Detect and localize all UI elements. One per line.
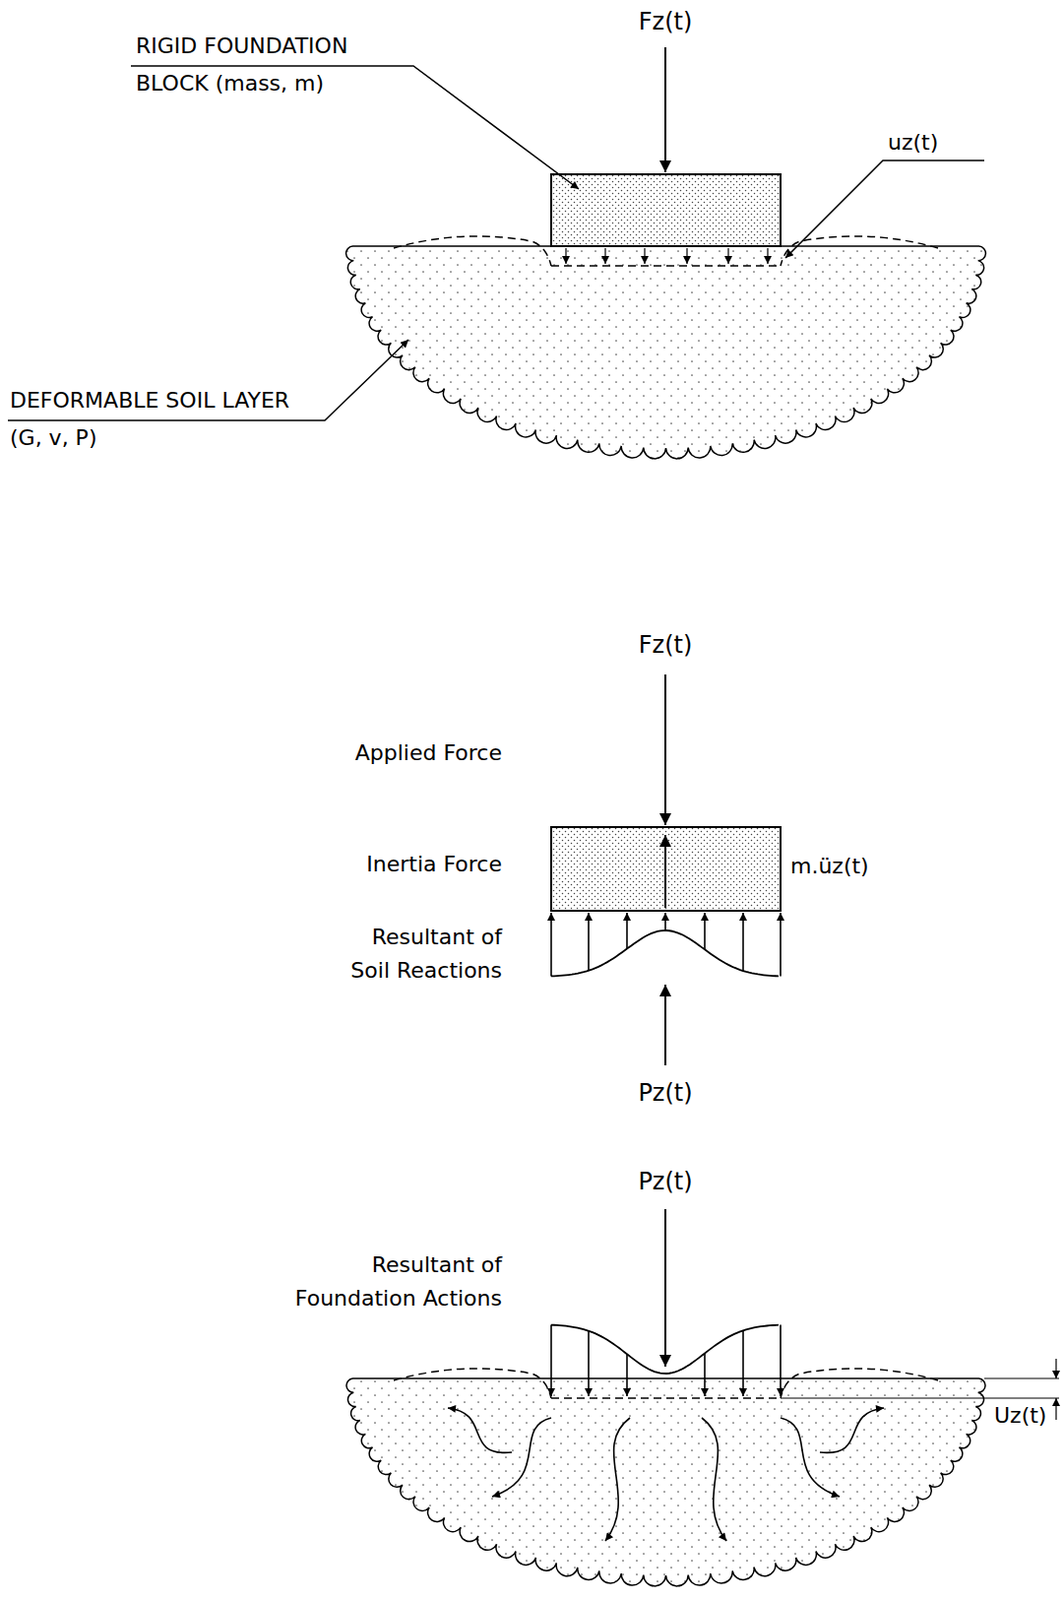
inertia-arrow [664,834,667,908]
displacement-label: uz(t) [887,125,939,160]
force-name: Resultant of Foundation Actions [280,1248,502,1315]
part-label: RIGID FOUNDATION BLOCK (mass, m) [135,27,422,103]
settlement-arrows [565,248,768,264]
reaction-arrow [664,912,667,931]
action-arrow [587,1330,590,1396]
wave-arrow [780,1417,840,1497]
dimension-line [780,1396,1060,1398]
wave-arrow [819,1407,884,1452]
settlement-arrow [727,248,729,264]
soil-body [346,246,987,459]
settlement-arrow [604,248,606,264]
reaction-arrow [742,912,745,971]
resultant-arrow [664,984,667,1065]
leader-line [785,160,985,258]
resultant-arrow [664,1208,667,1367]
force-label: m.üz(t) [790,852,870,880]
reaction-arrow [550,912,553,976]
wave-arrow [492,1417,552,1497]
force-label: Fz(t) [638,7,693,36]
action-arrow [779,1324,782,1396]
foundation-block [551,174,781,247]
force-name: Applied Force [355,739,502,767]
settled-base [551,1396,781,1399]
settlement-arrow [686,248,688,264]
force-arrow [664,47,667,173]
action-arrow [742,1329,745,1396]
force-arrow [664,674,667,825]
reaction-curve [551,930,779,976]
foundation-action-diagram [551,1324,781,1396]
force-name: Resultant of Soil Reactions [336,920,502,988]
deformed-surface [780,1368,939,1398]
settlement-arrow [643,248,645,264]
force-name: Inertia Force [366,850,502,878]
reaction-arrow [625,912,628,949]
soil-layer [346,246,987,1586]
force-label: Pz(t) [637,1167,692,1195]
action-arrow [703,1352,706,1396]
soil-body [346,1377,986,1586]
reaction-arrow [587,912,590,971]
settlement-arrow [564,248,566,264]
action-arrow [550,1324,553,1396]
foundation-block [551,826,781,911]
dimension-arrow [1055,1358,1057,1378]
wave-arrow [605,1417,630,1541]
reaction-arrow [703,912,706,949]
dimension-line [984,1376,1060,1378]
force-label: Pz(t) [637,1078,692,1107]
wave-arrows [447,1407,884,1541]
part-label: DEFORMABLE SOIL LAYER (G, v, P) [9,381,296,457]
deformed-surface [393,236,552,266]
wave-arrow [447,1407,512,1452]
wave-arrow [701,1417,727,1541]
action-curve [551,1324,779,1374]
settled-base [551,264,781,267]
displacement-label: Uz(t) [994,1401,1047,1430]
dimension-arrow [1055,1397,1057,1420]
deformed-surface [780,236,939,266]
reaction-arrow [779,912,782,976]
action-arrow [625,1353,628,1396]
settlement-arrow [766,248,768,264]
deformed-surface [393,1368,552,1398]
force-label: Fz(t) [638,630,693,659]
soil-reaction-diagram [551,912,781,976]
